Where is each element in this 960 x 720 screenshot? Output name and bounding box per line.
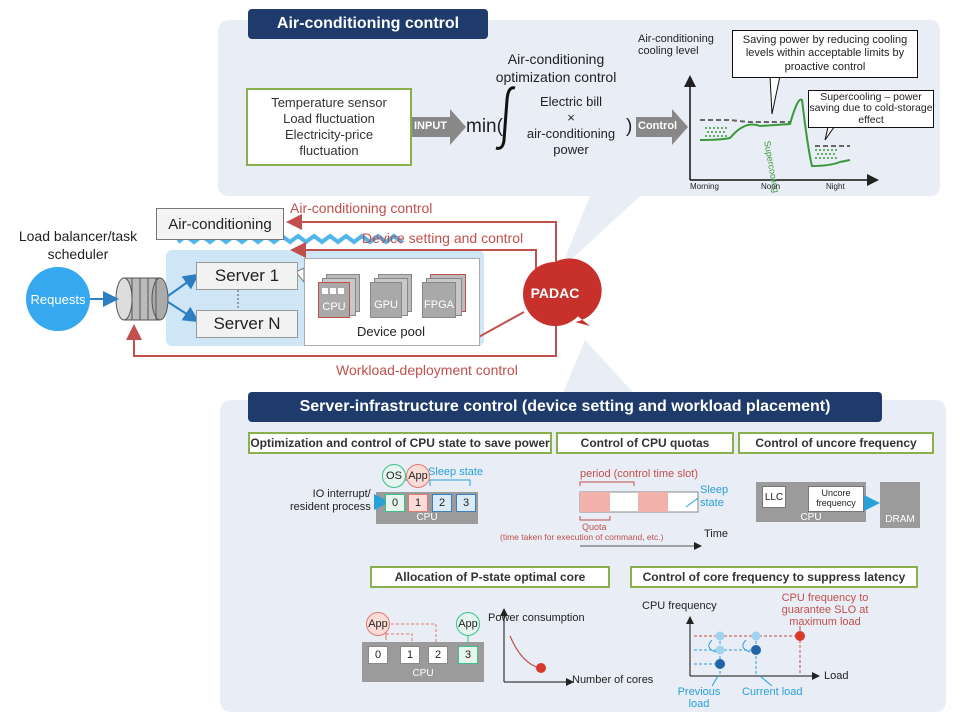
section-cpu-state: Optimization and control of CPU state to… [248,432,552,454]
aircon-control-label: Air-conditioning control [290,200,433,216]
cpu-core-3: 3 [456,494,476,512]
formula-times: × [567,110,575,125]
pstate-core-2: 2 [428,646,448,664]
sleep-state-label: Sleep state [428,466,484,478]
device-control-label: Device setting and control [362,230,524,246]
pstate-core-0: 0 [368,646,388,664]
pstate-core-1: 1 [400,646,420,664]
x-label-noon: Noon [761,182,781,191]
padac-label: PADAC [530,285,580,301]
cpu-core-1: 1 [408,494,428,512]
cpu-label-pstate: CPU [412,668,434,679]
formula-aircon-power: air-conditioning power [526,126,616,157]
uncore-frequency-box: Uncore frequency [808,486,864,512]
number-of-cores-label: Number of cores [572,674,654,686]
app-node: App [406,464,430,488]
app-node-2: App [366,612,390,636]
aircon-inputs-box: Temperature sensor Load fluctuation Elec… [246,88,412,166]
pstate-core-3: 3 [458,646,478,664]
section-core-frequency: Control of core frequency to suppress la… [630,566,918,588]
os-node: OS [382,464,406,488]
cpu-core-2: 2 [432,494,452,512]
dram-label: DRAM [885,514,915,525]
quota-note: (time taken for execution of command, et… [500,532,664,542]
section-pstate-core: Allocation of P-state optimal core [370,566,610,588]
quota-label: Quota [582,522,607,532]
callout-saving-power: Saving power by reducing cooling levels … [732,30,918,78]
server-n: Server N [196,310,298,338]
app-node-3: App [456,612,480,636]
time-label: Time [704,528,729,540]
optimization-title: Air-conditioning optimization control [495,51,617,86]
requests-node: Requests [26,267,90,331]
workload-control-label: Workload-deployment control [336,362,518,378]
load-axis-label: Load [824,670,849,682]
graph-y-label: Air-conditioning cooling level [638,33,714,58]
queue-cylinder [115,277,169,321]
gpu-device: GPU [370,282,402,318]
period-label: period (control time slot) [580,468,698,480]
cpu-core-0: 0 [385,494,405,512]
input-arrow-label: INPUT [414,120,447,132]
input-arrow-shape [412,109,466,145]
x-label-morning: Morning [690,182,719,191]
load-balancer-label: Load balancer/task scheduler [18,228,138,262]
formula-close: ) [626,116,633,137]
current-load-label: Current load [742,686,803,698]
cpu-label-1: CPU [416,512,438,523]
formula-electric-bill: Electric bill [539,94,603,109]
llc-box: LLC [762,486,786,508]
top-panel-bg [218,20,940,270]
device-pool-label: Device pool [357,324,425,339]
cpu-label-uncore: CPU [800,512,822,523]
io-interrupt-label: IO interrupt/ resident process [290,488,371,514]
formula-min: min( [466,116,503,137]
callout-supercooling: Supercooling – power saving due to cold-… [808,90,934,128]
power-consumption-label: Power consumption [488,612,585,624]
section-uncore-frequency: Control of uncore frequency [738,432,934,454]
control-arrow-label: Control [638,120,678,132]
fpga-device: FPGA [422,282,456,318]
server-infra-section-title: Server-infrastructure control (device se… [248,392,882,422]
previous-load-label: Previous load [677,686,721,711]
sleep-state-label-2: Sleep state [700,484,729,510]
control-arrow-shape [636,109,688,145]
integral-sign [495,86,516,150]
section-cpu-quotas: Control of CPU quotas [556,432,734,454]
server-1: Server 1 [196,262,298,290]
savings-dots [705,127,837,159]
padac-circle [523,262,587,326]
x-label-night: Night [826,182,845,191]
aircon-box: Air-conditioning [156,208,284,240]
cpu-frequency-label: CPU frequency [642,600,717,612]
aircon-section-title: Air-conditioning control [248,9,488,39]
slo-note: CPU frequency to guarantee SLO at maximu… [781,592,869,629]
